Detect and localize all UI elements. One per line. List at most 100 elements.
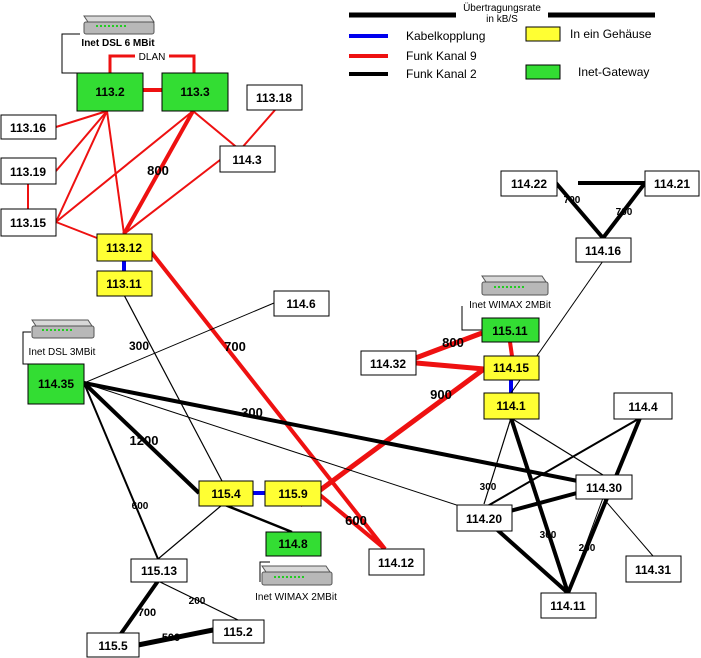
node-113-11[interactable]: 113.11 (96, 270, 153, 297)
edge-115-4-115-13 (157, 504, 223, 560)
nodes: 113.2 113.3 114.35 115.11 114.8 113.12 1… (0, 72, 700, 658)
node-115-13[interactable]: 115.13 (130, 558, 188, 583)
edge-114-35-115-13 (83, 382, 159, 560)
node-115-9[interactable]: 115.9 (264, 480, 322, 507)
edge-114-1-114-11 (509, 417, 570, 594)
device-line-dsl6 (61, 33, 80, 74)
edge-114-4-114-20 (483, 417, 641, 509)
node-113-15[interactable]: 113.15 (0, 208, 57, 237)
edge-label: 800 (147, 163, 169, 178)
node-113-18[interactable]: 113.18 (246, 84, 303, 111)
edge-114-30-114-31 (602, 497, 654, 557)
node-114-20[interactable]: 114.20 (456, 504, 513, 532)
node-114-11[interactable]: 114.11 (540, 592, 597, 619)
node-113-19[interactable]: 113.19 (0, 157, 57, 185)
node-113-12[interactable]: 113.12 (96, 233, 153, 262)
node-114-4[interactable]: 114.4 (613, 392, 673, 420)
node-113-2[interactable]: 113.2 (76, 72, 144, 112)
node-113-16[interactable]: 113.16 (0, 114, 57, 140)
legend: Übertragungsrate in kB/S Kabelkopplung F… (349, 2, 655, 81)
node-114-12[interactable]: 114.12 (368, 548, 425, 576)
device-line-wimax-top (461, 306, 482, 331)
edge-label: 600 (132, 501, 149, 512)
node-114-30[interactable]: 114.30 (575, 474, 633, 500)
edge-label: 700 (138, 607, 156, 619)
node-label: 114.31 (635, 563, 671, 577)
node-label: 114.22 (511, 177, 547, 191)
edge-114-35-114-6 (83, 302, 275, 384)
node-115-5[interactable]: 115.5 (86, 632, 140, 658)
edge-114-21-114-16 (601, 181, 647, 240)
edge-label: 300 (129, 339, 149, 353)
node-label: 113.16 (10, 121, 46, 135)
device-label-dsl3: Inet DSL 3MBit (29, 347, 96, 358)
edge-113-3-114-3 (192, 110, 241, 151)
node-115-11[interactable]: 115.11 (481, 317, 540, 343)
modem-icon (83, 15, 155, 35)
edge-label: 800 (442, 335, 464, 350)
modem-icon (261, 565, 333, 586)
node-114-21[interactable]: 114.21 (644, 170, 700, 197)
edge-115-13-115-2 (157, 580, 239, 621)
edge-113-2-113-12 (106, 110, 125, 235)
edge-113-2-113-16 (55, 110, 108, 128)
node-label: 114.4 (628, 400, 658, 414)
edge-113-12-114-12 (146, 246, 387, 551)
node-114-16[interactable]: 114.16 (575, 237, 632, 263)
edge-114-35-114-30 (83, 381, 604, 488)
edge-label: 700 (616, 207, 633, 218)
node-115-2[interactable]: 115.2 (212, 619, 265, 644)
edge-label: 900 (430, 387, 452, 402)
node-115-4[interactable]: 115.4 (198, 480, 254, 507)
node-114-15[interactable]: 114.15 (483, 355, 540, 381)
node-label: 114.20 (466, 512, 502, 526)
node-113-3[interactable]: 113.3 (161, 72, 229, 112)
edge-label: 300 (540, 530, 557, 541)
devices: Inet DSL 6 MBit Inet DSL 3MBit Inet WIMA… (29, 15, 551, 603)
node-114-3[interactable]: 114.3 (219, 145, 276, 173)
edge-label: 300 (480, 482, 497, 493)
edge-label: 200 (579, 543, 596, 554)
legend-green-swatch (525, 64, 561, 80)
edge-114-30-114-11 (567, 497, 604, 594)
modem-icon (31, 319, 95, 339)
legend-rate-unit: in kB/S (486, 14, 518, 25)
edge-label: 300 (241, 405, 263, 420)
node-label: 113.19 (10, 165, 46, 179)
node-114-22[interactable]: 114.22 (500, 170, 558, 197)
edge-113-2-113-19 (55, 110, 108, 172)
edge-115-11-114-15 (508, 341, 514, 357)
node-114-6[interactable]: 114.6 (273, 290, 330, 317)
edge-113-3-113-12 (122, 110, 195, 235)
legend-rate-title: Übertragungsrate (463, 2, 541, 14)
node-114-1[interactable]: 114.1 (483, 392, 540, 420)
edge-label: 700 (224, 339, 246, 354)
edge-114-1-114-30 (510, 417, 604, 476)
node-label: 114.1 (496, 399, 526, 413)
node-label: 114.12 (378, 556, 414, 570)
modem-icon (481, 275, 549, 296)
node-label: 114.35 (38, 377, 74, 391)
node-label: 113.12 (106, 241, 142, 255)
node-label: 113.3 (180, 85, 210, 99)
legend-yellow-swatch (525, 26, 561, 42)
edge-113-11-115-4 (123, 294, 223, 482)
device-label-dsl6: Inet DSL 6 MBit (81, 38, 155, 49)
edge-labels: 800 300 700 300 1200 600 600 900 800 700… (129, 163, 633, 644)
legend-yellow-label: In ein Gehäuse (570, 27, 652, 41)
edge-label: 500 (162, 632, 180, 644)
legend-green-label: Inet-Gateway (578, 65, 649, 79)
node-114-35[interactable]: 114.35 (27, 363, 85, 405)
node-label: 114.32 (370, 357, 406, 371)
edge-115-9-114-15 (298, 366, 486, 508)
node-label: 115.9 (278, 487, 308, 501)
node-114-8[interactable]: 114.8 (265, 531, 322, 557)
node-114-31[interactable]: 114.31 (625, 555, 682, 583)
device-line-dsl3 (22, 331, 31, 365)
edge-114-35-115-4 (82, 381, 201, 495)
edge-115-4-114-8 (224, 503, 293, 534)
node-114-32[interactable]: 114.32 (360, 350, 417, 376)
node-label: 113.15 (10, 216, 46, 230)
